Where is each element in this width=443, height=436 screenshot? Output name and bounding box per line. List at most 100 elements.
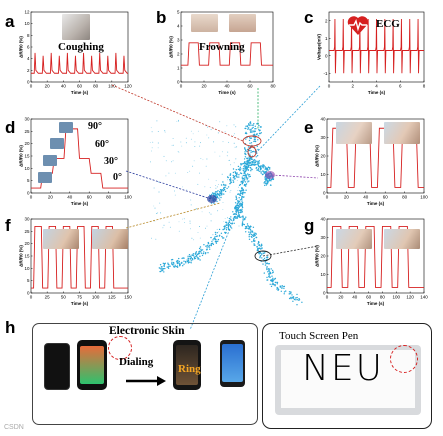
arm-photo-30 (43, 155, 57, 166)
x-tick-label: 80 (270, 84, 276, 89)
y-axis-label: ΔR/R0 (%) (19, 245, 24, 267)
sensor-throat (247, 146, 257, 158)
y-tick-label: 20 (320, 154, 326, 159)
x-tick-label: 8 (423, 84, 426, 89)
y-tick-label: 0 (323, 291, 326, 296)
y-axis-label: ΔR/R0 (%) (169, 36, 174, 58)
x-tick-label: 20 (338, 295, 344, 300)
phone-2 (77, 340, 107, 390)
angle-label-60: 60° (95, 139, 109, 150)
x-tick-label: 4 (375, 84, 378, 89)
y-tick-label: 2 (325, 18, 328, 23)
y-tick-label: 0 (27, 291, 30, 296)
connector-f (125, 202, 221, 229)
panel-h-left-box (32, 323, 258, 425)
panel-letter-a: a (5, 12, 15, 31)
phone-1 (44, 343, 70, 390)
y-tick-label: -1 (323, 71, 327, 76)
x-tick-label: 6 (399, 84, 402, 89)
x-tick-label: 20 (201, 84, 207, 89)
y-tick-label: 0 (323, 191, 326, 196)
chart-g-series-line (327, 225, 424, 288)
x-tick-label: 150 (124, 295, 132, 300)
frowning-photo-2 (229, 14, 256, 32)
x-tick-label: 80 (402, 195, 408, 200)
y-tick-label: 25 (24, 129, 30, 134)
panel-letter-b: b (156, 8, 167, 27)
y-tick-label: 10 (320, 272, 326, 277)
phone-3 (173, 340, 201, 390)
knee-photo-1 (336, 229, 372, 249)
y-axis-label: ΔR/R0 (%) (19, 145, 24, 167)
panel-letter-e: e (304, 118, 314, 137)
x-tick-label: 100 (92, 295, 100, 300)
x-tick-label: 100 (420, 195, 428, 200)
x-tick-label: 40 (352, 295, 358, 300)
coughing-photo (62, 14, 90, 40)
y-tick-label: 8 (27, 33, 30, 38)
y-tick-label: 15 (24, 154, 30, 159)
sensor-wrist (265, 171, 275, 179)
x-tick-label: 25 (45, 295, 51, 300)
angle-label-0: 0° (113, 172, 122, 183)
x-tick-label: 80 (93, 84, 99, 89)
x-tick-label: 0 (30, 195, 33, 200)
neu-handwriting: NEU (302, 348, 385, 389)
chart-f-series-line (31, 225, 128, 289)
y-tick-label: 20 (24, 141, 30, 146)
y-tick-label: 0 (325, 53, 328, 58)
x-tick-label: 100 (108, 84, 116, 89)
y-tick-label: 1 (177, 66, 180, 71)
panel-letter-c: c (304, 8, 314, 27)
x-tick-label: 0 (326, 295, 329, 300)
x-tick-label: 0 (328, 84, 331, 89)
y-tick-label: 6 (27, 45, 30, 50)
x-tick-label: 40 (363, 195, 369, 200)
x-tick-label: 120 (124, 84, 132, 89)
y-axis-label: ΔR/R0 (%) (315, 145, 320, 167)
x-tick-label: 60 (247, 84, 253, 89)
y-tick-label: 30 (24, 217, 30, 222)
knee-photo-2 (384, 229, 420, 249)
x-tick-label: 80 (380, 295, 386, 300)
y-tick-label: 1 (325, 36, 328, 41)
panel-letter-g: g (304, 216, 315, 235)
sensor-elbow (207, 195, 217, 203)
connector-e (271, 174, 319, 179)
chart-b-series-line (181, 42, 273, 66)
x-tick-label: 140 (420, 295, 428, 300)
arm-photo-60 (50, 138, 64, 149)
elbow-photo-1 (43, 229, 79, 249)
touch-pen-label: Touch Screen Pen (279, 330, 359, 342)
panel-letter-h: h (5, 318, 16, 337)
x-tick-label: 50 (61, 295, 67, 300)
y-tick-label: 12 (24, 10, 30, 15)
y-tick-label: 2 (27, 68, 30, 73)
x-axis-label: Time (s) (368, 90, 386, 95)
y-tick-label: 20 (24, 241, 30, 246)
y-tick-label: 10 (24, 21, 30, 26)
watermark: CSDN (4, 424, 24, 431)
panel-letter-d: d (5, 118, 16, 137)
y-tick-label: 30 (320, 135, 326, 140)
x-tick-label: 0 (180, 84, 183, 89)
x-tick-label: 60 (77, 84, 83, 89)
x-tick-label: 40 (224, 84, 230, 89)
x-tick-label: 75 (77, 295, 83, 300)
running-figure (149, 119, 303, 306)
y-tick-label: 30 (24, 117, 30, 122)
y-axis-label: Voltage(mV) (317, 34, 322, 60)
pen-sensor-circle (390, 345, 418, 373)
x-axis-label: Time (s) (367, 201, 385, 206)
chart-c-series-line (329, 18, 424, 74)
x-tick-label: 0 (30, 84, 33, 89)
sensor-knee (254, 250, 272, 262)
chart-a-series-line (31, 52, 128, 74)
x-tick-label: 0 (30, 295, 33, 300)
